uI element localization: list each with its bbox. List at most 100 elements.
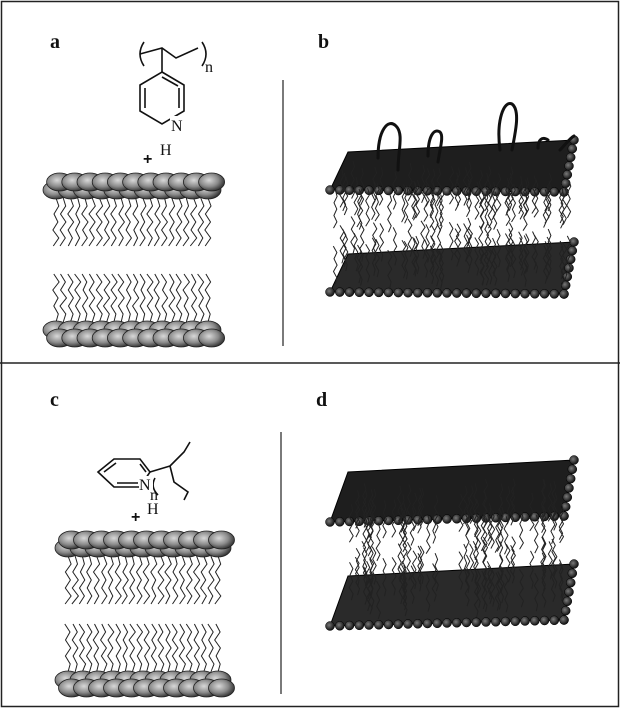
lipid-head [491,289,500,298]
lipid-tail [75,274,81,322]
lipid-tail [96,274,102,322]
lipid-tail [179,624,185,672]
lipid-head [566,474,575,483]
lipid-tail [65,624,71,672]
lipid-head [394,620,403,629]
lipid-tail [111,198,117,246]
lipid-tail [523,193,527,231]
lipid-head [568,569,577,578]
bilayer-slab-b [326,136,579,299]
lipid-tail [176,198,182,246]
lipid-head [443,619,452,628]
lipid-head [511,617,520,626]
lipid-head [404,620,413,629]
lipid-tail [101,624,107,672]
backbone [140,48,198,58]
lipid-head [413,288,422,297]
subscript-n: n [205,59,213,76]
lipid-tail [173,556,178,604]
lipid-tail [179,556,185,604]
panel-label-c: c [50,389,59,411]
lipid-tail [94,556,100,604]
lipid-tail [205,198,211,246]
lipid-head [561,606,570,615]
lipid-tail [72,624,78,672]
lipid-head [565,588,574,597]
lipid-head [566,153,575,162]
lipid-head [565,484,574,493]
poly-4-vinylpyridine-structure [140,42,206,124]
lipid-tail [82,198,88,246]
nitrogen-label-c: N [139,477,151,494]
lipid-head [511,289,520,298]
lipid-tail [144,624,150,672]
lipid-tail [137,556,143,604]
lipid-tail [87,556,92,604]
lipid-head [452,289,461,298]
lipid-head [563,272,572,281]
lipid-tail [161,274,167,322]
lipid-bilayer-c [55,531,235,697]
lipid-tail [127,274,132,322]
lipid-head [462,289,471,298]
lipid-head [335,621,344,630]
lipid-head [521,289,530,298]
lipid-tail [143,556,149,604]
lipid-tail [60,198,66,246]
lipid-tail [376,523,380,561]
panel-label-a: a [50,31,60,53]
lipid-head [452,618,461,627]
lipid-tail [104,274,110,322]
lipid-head [530,289,539,298]
lipid-tail [183,274,189,322]
lipid-tail [53,198,59,246]
lipid-head [570,456,579,465]
lipid-head [433,288,442,297]
lipid-head [209,679,235,697]
lipid-tail [65,556,71,604]
lipid-head [394,288,403,297]
lipid-tail [111,274,117,322]
lipid-tail [79,556,85,604]
lipid-head [563,597,572,606]
lipid-tail [68,274,74,322]
lipid-head [355,288,364,297]
lipid-tail [115,556,121,604]
lipid-tail [334,190,338,228]
lipid-head [199,329,225,347]
lipid-tail [388,194,392,232]
lipid-head [199,173,225,191]
lipid-head [501,289,510,298]
lipid-head [443,289,452,298]
lipid-tail [215,624,221,672]
lipid-head [374,620,383,629]
lipid-tail [93,624,98,672]
lipid-head [209,531,235,549]
lipid-tail [72,556,79,604]
lipid-tail [215,556,221,604]
panel-label-b: b [318,31,329,53]
backbone-c [170,442,190,466]
lipid-tail [103,198,109,246]
plus-sign-c: + [131,509,140,526]
lipid-tail [183,198,189,246]
lipid-tail [129,624,135,672]
lipid-head [433,619,442,628]
lipid-tail [186,556,192,604]
lipid-tail [165,556,171,604]
lipid-head [384,186,393,195]
lipid-head [491,617,500,626]
lipid-head [568,465,577,474]
lipid-tail [108,624,114,672]
lipid-head [521,617,530,626]
lipid-head [423,619,432,628]
lipid-tail [201,624,206,672]
lipid-tail [169,198,175,246]
lipid-tail [165,624,171,672]
panel-label-d: d [316,389,327,411]
lipid-tail [89,274,95,322]
lipid-head [530,616,539,625]
lipid-tail [79,624,85,672]
lipid-tail [123,624,128,672]
